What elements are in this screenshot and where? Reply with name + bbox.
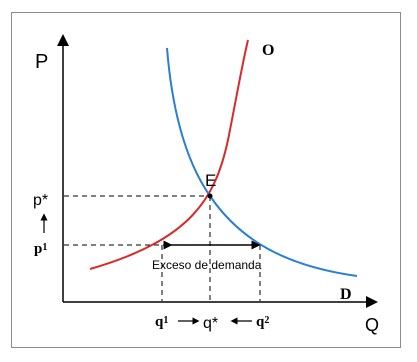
excess-demand-label: Exceso de demanda [152,258,262,272]
q1-label: q1 [155,314,168,330]
quantity-axis-label: Q [365,315,379,335]
equilibrium-point [207,193,213,199]
qstar-label: q* [203,315,218,332]
supply-curve-label: O [262,42,274,59]
q2-label: q2 [256,314,269,330]
equilibrium-label: E [205,171,216,190]
demand-curve [166,47,358,277]
p1-label: p1 [34,241,47,257]
supply-curve [89,39,249,270]
pstar-label: p* [33,192,48,209]
price-axis-label: P [35,51,48,73]
demand-curve-label: D [340,286,352,303]
diagram-frame [11,12,401,348]
